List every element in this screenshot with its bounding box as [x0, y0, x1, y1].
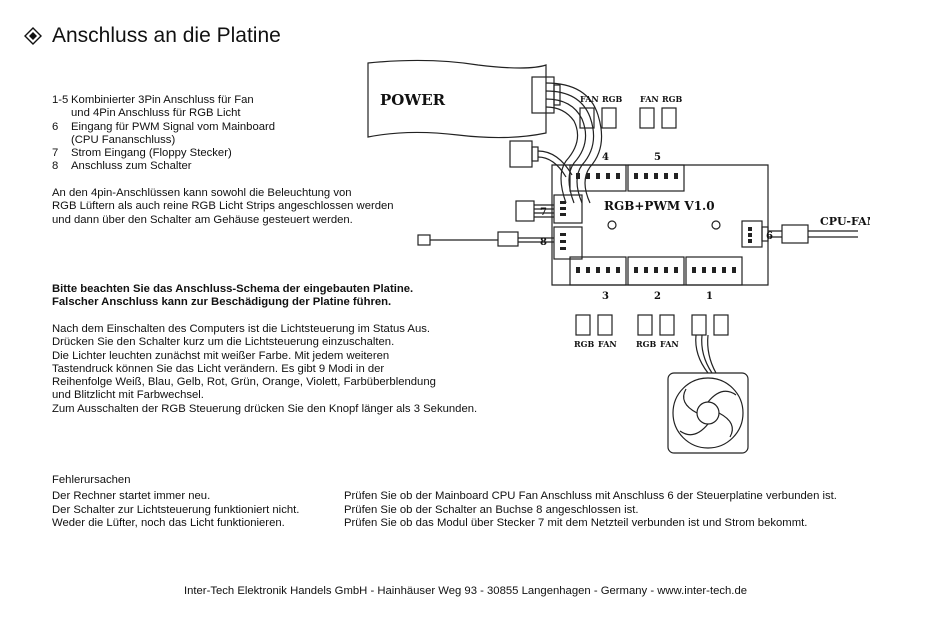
port-2-connector — [627, 256, 685, 286]
legend-number: 1-5 — [52, 94, 69, 106]
footer-address: Inter-Tech Elektronik Handels GmbH - Hai… — [183, 585, 748, 597]
controller-board — [551, 164, 769, 286]
port-6-number: 6 — [766, 231, 773, 242]
instruction-line: Reihenfolge Weiß, Blau, Gelb, Rot, Grün,… — [52, 376, 436, 389]
instructions-paragraph: Nach dem Einschalten des Computers ist d… — [52, 323, 477, 416]
power-cable — [545, 82, 603, 204]
rgb-label: RGB — [662, 94, 682, 104]
page-heading: Anschluss an die Platine — [24, 24, 281, 48]
legend-text: Anschluss zum Schalter — [71, 160, 192, 173]
legend-text: Eingang für PWM Signal vom Mainboard — [71, 120, 276, 133]
legend-number: 8 — [52, 160, 59, 173]
cpu-fan-plug — [781, 224, 809, 244]
instruction-line: Zum Ausschalten der RGB Steuerung drücke… — [52, 402, 478, 415]
port-1-number: 1 — [706, 291, 713, 302]
legend-item: und 4Pin Anschluss für RGB Licht — [52, 107, 275, 120]
diamond-bullet-icon — [24, 27, 42, 45]
warning-notice: Bitte beachten Sie das Anschluss-Schema … — [52, 283, 413, 310]
troubleshooting-problems: Der Rechner startet immer neu. Der Schal… — [52, 490, 299, 531]
power-supply-block — [367, 59, 547, 139]
info-line: RGB Lüftern als auch reine RGB Licht Str… — [52, 200, 394, 213]
instruction-line: Drücken Sie den Schalter kurz um die Lic… — [52, 336, 395, 349]
legend-number — [52, 134, 71, 147]
port-2-number: 2 — [654, 291, 661, 302]
legend-item: (CPU Fananschluss) — [52, 134, 275, 147]
legend-number: 7 — [52, 147, 59, 160]
solution-item: Prüfen Sie ob der Schalter an Buchse 8 a… — [344, 503, 639, 516]
port-8-number: 8 — [540, 237, 547, 248]
floppy-plug — [515, 200, 535, 222]
rgb-label: RGB — [602, 94, 622, 104]
molex-plug-middle — [509, 140, 533, 168]
port-5-connector — [627, 164, 685, 192]
port-4-connector — [569, 164, 627, 192]
instruction-line: Nach dem Einschalten des Computers ist d… — [52, 323, 431, 335]
legend-text: Kombinierter 3Pin Anschluss für Fan — [71, 94, 254, 106]
instruction-line: Tastendruck können Sie das Licht verände… — [52, 362, 385, 375]
power-label: POWER — [380, 91, 446, 109]
fan-label: FAN — [598, 339, 617, 349]
warning-line: Bitte beachten Sie das Anschluss-Schema … — [52, 283, 414, 295]
legend-number — [52, 107, 71, 120]
rgb-label: RGB — [574, 339, 594, 349]
port-7-number: 7 — [540, 207, 547, 218]
port-7-connector — [553, 194, 583, 224]
page-title: Anschluss an die Platine — [52, 24, 281, 47]
legend-text: (CPU Fananschluss) — [71, 133, 176, 146]
problem-item: Der Schalter zur Lichtsteuerung funktion… — [52, 503, 300, 516]
instruction-line: Die Lichter leuchten zunächst mit weißer… — [52, 349, 390, 362]
port-3-number: 3 — [602, 291, 609, 302]
board-label: RGB+PWM V1.0 — [604, 199, 715, 213]
instruction-line: und Blitzlicht mit Farbwechsel. — [52, 389, 204, 402]
solution-item: Prüfen Sie ob das Modul über Stecker 7 m… — [344, 517, 808, 530]
port-5-number: 5 — [654, 152, 661, 163]
troubleshooting-title: Fehlerursachen — [52, 474, 131, 486]
fan-frame — [667, 372, 749, 454]
cpu-fan-label: CPU-FAN — [820, 215, 870, 228]
legend-text: und 4Pin Anschluss für RGB Licht — [71, 107, 241, 120]
info-line: An den 4pin-Anschlüssen kann sowohl die … — [52, 187, 352, 199]
fan-label: FAN — [580, 94, 599, 104]
problem-item: Weder die Lüfter, noch das Licht funktio… — [52, 517, 285, 530]
troubleshooting-solutions: Prüfen Sie ob der Mainboard CPU Fan Ansc… — [344, 490, 837, 531]
switch-plug — [497, 231, 519, 247]
problem-item: Der Rechner startet immer neu. — [52, 490, 211, 502]
legend-item: 8 Anschluss zum Schalter — [52, 160, 275, 173]
solution-item: Prüfen Sie ob der Mainboard CPU Fan Ansc… — [344, 490, 837, 502]
port-8-connector — [553, 226, 583, 260]
legend-item: 7 Strom Eingang (Floppy Stecker) — [52, 147, 275, 160]
rgb-label: RGB — [636, 339, 656, 349]
port-3-connector — [569, 256, 627, 286]
info-paragraph: An den 4pin-Anschlüssen kann sowohl die … — [52, 187, 394, 227]
legend-number: 6 — [52, 120, 59, 133]
fan-label: FAN — [640, 94, 659, 104]
legend-text: Strom Eingang (Floppy Stecker) — [71, 147, 232, 160]
warning-line: Falscher Anschluss kann zur Beschädigung… — [52, 296, 392, 309]
port-4-number: 4 — [602, 152, 609, 163]
info-line: und dann über den Schalter am Gehäuse ge… — [52, 213, 353, 226]
fan-label: FAN — [660, 339, 679, 349]
port-1-connector — [685, 256, 743, 286]
wiring-diagram: POWER RGB+PWM V1.0 CPU-FAN FAN RGB FAN R… — [367, 59, 870, 454]
legend-item: 6 Eingang für PWM Signal vom Mainboard — [52, 121, 275, 134]
